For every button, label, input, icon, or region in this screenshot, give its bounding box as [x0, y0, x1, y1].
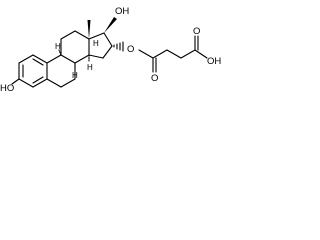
h-c14-label: H — [87, 63, 93, 72]
phenol-bond — [11, 78, 20, 85]
stereo-h-bonds — [58, 49, 90, 71]
ring-b — [46, 54, 76, 88]
h-c9-label: H — [72, 71, 78, 80]
c16-o-hashed-bond — [113, 41, 124, 52]
ring-d — [88, 32, 113, 59]
acid-oh-label: OH — [207, 56, 221, 67]
c17-oh-wedge — [104, 17, 117, 33]
phenol-oh-label: HO — [0, 83, 14, 94]
ring-a — [18, 54, 48, 88]
estriol-succinate-structure: HO OH O O O OH H H H H — [0, 6, 221, 94]
ring-c — [60, 30, 90, 64]
h-c13-abs-label: H — [93, 39, 99, 48]
c16-o-label: O — [127, 44, 134, 55]
c17-oh-label: OH — [115, 6, 129, 17]
ester-carbonyl-o-label: O — [151, 73, 158, 84]
succinate-chain — [138, 35, 208, 73]
c13-methyl-wedge — [87, 20, 91, 39]
h-c8-label: H — [55, 42, 61, 51]
acid-carbonyl-o-label: O — [193, 26, 200, 37]
